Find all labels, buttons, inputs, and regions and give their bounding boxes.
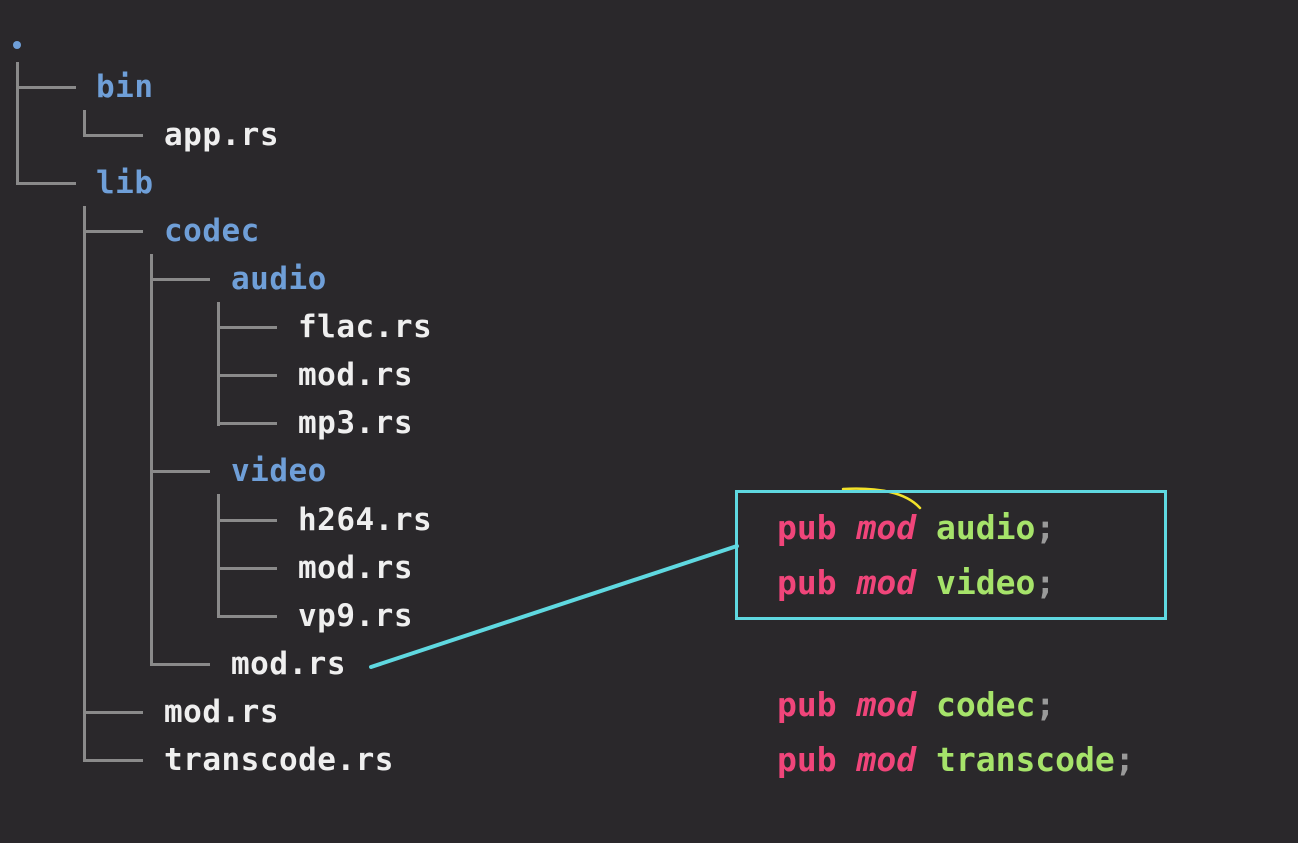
tree-line — [83, 206, 86, 762]
tree-line — [217, 567, 277, 570]
tree-file-transcode-rs: transcode.rs — [164, 742, 394, 778]
tree-line — [16, 182, 76, 185]
tree-line — [16, 62, 19, 185]
tree-line — [150, 254, 153, 666]
semicolon: ; — [1035, 508, 1056, 547]
tree-dir-bin: bin — [96, 69, 154, 105]
tree-line — [217, 374, 277, 377]
tree-file-h264-rs: h264.rs — [298, 502, 433, 538]
tree-dir-audio: audio — [231, 261, 327, 297]
tree-line — [83, 134, 143, 137]
tree-line — [217, 494, 220, 618]
code-line-pub-mod-transcode: pub mod transcode; — [777, 740, 1135, 780]
tree-line — [217, 302, 220, 426]
connector-line — [369, 544, 739, 669]
tree-file-flac-rs: flac.rs — [298, 309, 433, 345]
code-line-pub-mod-codec: pub mod codec; — [777, 685, 1055, 725]
keyword-mod: mod — [856, 740, 917, 779]
tree-line — [150, 278, 210, 281]
code-line-pub-mod-audio: pub mod audio; — [777, 508, 1055, 548]
tree-line — [217, 326, 277, 329]
tree-dir-video: video — [231, 453, 327, 489]
tree-file-codec-mod-rs: mod.rs — [231, 646, 346, 682]
tree-line — [217, 422, 277, 425]
tree-file-app-rs: app.rs — [164, 117, 279, 153]
tree-file-audio-mod-rs: mod.rs — [298, 357, 413, 393]
module-name: audio — [935, 508, 1036, 547]
tree-file-lib-mod-rs: mod.rs — [164, 694, 279, 730]
module-name: codec — [935, 685, 1036, 724]
code-line-pub-mod-video: pub mod video; — [777, 563, 1055, 603]
tree-dir-lib: lib — [96, 165, 154, 201]
semicolon: ; — [1035, 685, 1056, 724]
tree-line — [150, 470, 210, 473]
tree-file-video-mod-rs: mod.rs — [298, 550, 413, 586]
keyword-pub: pub — [777, 508, 837, 547]
module-name: video — [935, 563, 1036, 602]
tree-line — [150, 663, 210, 666]
tree-dir-codec: codec — [164, 213, 260, 249]
keyword-pub: pub — [777, 685, 837, 724]
codec-mod-rs-content-box — [735, 490, 1167, 620]
module-name: transcode — [935, 740, 1115, 779]
tree-line — [217, 519, 277, 522]
tree-file-mp3-rs: mp3.rs — [298, 405, 413, 441]
keyword-mod: mod — [856, 508, 917, 547]
tree-file-vp9-rs: vp9.rs — [298, 598, 413, 634]
keyword-mod: mod — [856, 685, 917, 724]
tree-line — [217, 615, 277, 618]
tree-line — [16, 86, 76, 89]
tree-line — [83, 759, 143, 762]
tree-line — [83, 711, 143, 714]
tree-line — [83, 230, 143, 233]
keyword-pub: pub — [777, 740, 837, 779]
keyword-pub: pub — [777, 563, 837, 602]
keyword-mod: mod — [856, 563, 917, 602]
semicolon: ; — [1035, 563, 1056, 602]
tree-line — [83, 110, 86, 137]
semicolon: ; — [1114, 740, 1135, 779]
tree-root-dot — [13, 41, 21, 49]
